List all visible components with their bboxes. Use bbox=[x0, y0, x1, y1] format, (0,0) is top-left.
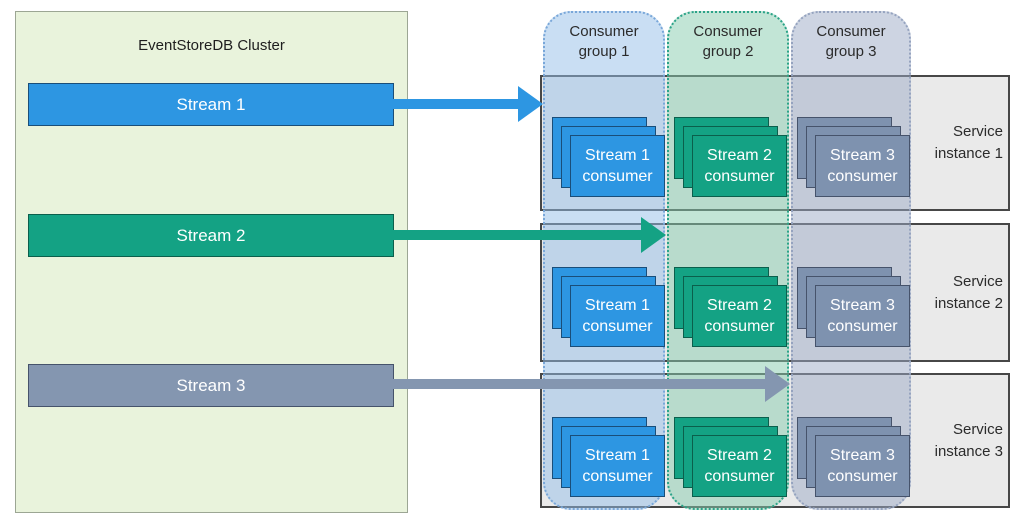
cluster-title: EventStoreDB Cluster bbox=[138, 37, 285, 54]
service-instance-3-label: Service instance 3 bbox=[934, 420, 1003, 460]
stacked-card-front: Stream 2 consumer bbox=[692, 135, 787, 197]
stacked-card-front: Stream 3 consumer bbox=[815, 135, 910, 197]
stream-3-consumer-stack-instance-3: Stream 3 consumer bbox=[797, 417, 911, 498]
consumer-card-label: Stream 1 consumer bbox=[582, 297, 653, 335]
stacked-card-front: Stream 3 consumer bbox=[815, 435, 910, 497]
stream-1-consumer-stack-instance-3: Stream 1 consumer bbox=[552, 417, 666, 498]
stream-1-label: Stream 1 bbox=[176, 94, 246, 114]
stream-2-bar: Stream 2 bbox=[28, 214, 394, 257]
consumer-card-label: Stream 2 consumer bbox=[704, 447, 775, 485]
consumer-group-3-label: Consumer group 3 bbox=[816, 23, 886, 60]
consumer-card-label: Stream 3 consumer bbox=[827, 147, 898, 185]
stream-1-consumer-stack-instance-1: Stream 1 consumer bbox=[552, 117, 666, 198]
stacked-card-front: Stream 2 consumer bbox=[692, 285, 787, 347]
stream-2-consumer-stack-instance-3: Stream 2 consumer bbox=[674, 417, 788, 498]
stream-1-consumer-stack-instance-2: Stream 1 consumer bbox=[552, 267, 666, 348]
stream-3-bar: Stream 3 bbox=[28, 364, 394, 407]
arrow-head-icon bbox=[765, 366, 790, 402]
stacked-card-front: Stream 3 consumer bbox=[815, 285, 910, 347]
service-instance-2-label: Service instance 2 bbox=[934, 272, 1003, 312]
consumer-group-1-label: Consumer group 1 bbox=[569, 23, 639, 60]
consumer-card-label: Stream 3 consumer bbox=[827, 297, 898, 335]
stacked-card-front: Stream 2 consumer bbox=[692, 435, 787, 497]
arrow-shaft bbox=[391, 379, 766, 389]
stream-2-consumer-stack-instance-1: Stream 2 consumer bbox=[674, 117, 788, 198]
stream-3-consumer-stack-instance-2: Stream 3 consumer bbox=[797, 267, 911, 348]
consumer-card-label: Stream 1 consumer bbox=[582, 447, 653, 485]
consumer-card-label: Stream 3 consumer bbox=[827, 447, 898, 485]
consumer-card-label: Stream 1 consumer bbox=[582, 147, 653, 185]
stream-3-consumer-stack-instance-1: Stream 3 consumer bbox=[797, 117, 911, 198]
consumer-group-2-label: Consumer group 2 bbox=[693, 23, 763, 60]
stream-2-consumer-stack-instance-2: Stream 2 consumer bbox=[674, 267, 788, 348]
stacked-card-front: Stream 1 consumer bbox=[570, 285, 665, 347]
stacked-card-front: Stream 1 consumer bbox=[570, 435, 665, 497]
eventstoredb-cluster-box: EventStoreDB Cluster Stream 1 Stream 2 S… bbox=[15, 11, 408, 513]
stacked-card-front: Stream 1 consumer bbox=[570, 135, 665, 197]
consumer-card-label: Stream 2 consumer bbox=[704, 147, 775, 185]
stream-3-label: Stream 3 bbox=[176, 375, 246, 395]
arrow-shaft bbox=[391, 230, 642, 240]
stream-1-bar: Stream 1 bbox=[28, 83, 394, 126]
arrow-head-icon bbox=[518, 86, 543, 122]
consumer-card-label: Stream 2 consumer bbox=[704, 297, 775, 335]
stream-2-label: Stream 2 bbox=[176, 225, 246, 245]
arrow-head-icon bbox=[641, 217, 666, 253]
arrow-shaft bbox=[391, 99, 519, 109]
service-instance-1-label: Service instance 1 bbox=[934, 123, 1003, 162]
